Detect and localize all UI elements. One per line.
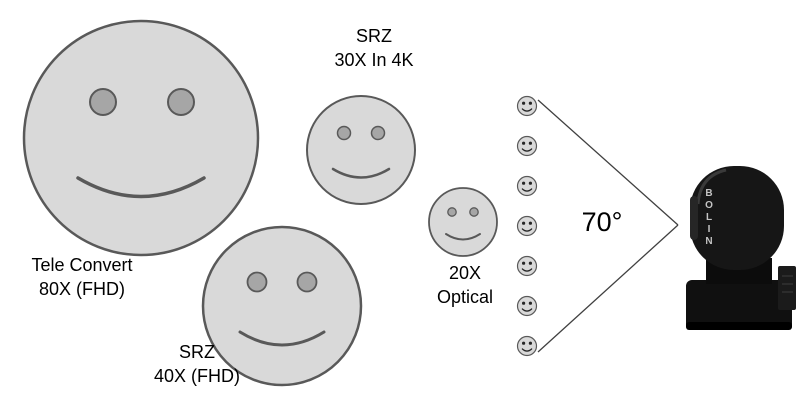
eye-right (370, 125, 386, 141)
fov-line-bottom (537, 224, 679, 353)
small-face-1 (516, 95, 538, 117)
ptz-camera: B O L I N (686, 166, 796, 330)
smile-mouth (445, 233, 481, 241)
camera-head-highlight (696, 168, 727, 205)
label-srz30-line1: SRZ (356, 26, 392, 46)
face-20x-optical: 20X Optical (428, 187, 498, 307)
smile-mouth (76, 176, 206, 199)
svg-text:I: I (708, 224, 711, 235)
eye-right (469, 207, 479, 217)
small-face-4 (516, 215, 538, 237)
label-tele-convert-line1: Tele Convert (31, 255, 132, 275)
eye-left (447, 207, 457, 217)
face-circle (201, 225, 363, 387)
fov-angle-label: 70° (582, 207, 623, 237)
eye-right (167, 88, 195, 116)
small-face-6 (516, 295, 538, 317)
small-face-column (516, 95, 538, 357)
svg-text:B: B (705, 188, 712, 199)
svg-text:N: N (705, 236, 712, 247)
camera-lens-strip (690, 196, 698, 240)
fov-line-top (537, 99, 679, 226)
small-face-5 (516, 255, 538, 277)
svg-text:O: O (705, 200, 713, 211)
eye-left (336, 125, 352, 141)
face-circle (22, 19, 260, 257)
small-face-2 (516, 135, 538, 157)
eye-right (296, 271, 318, 293)
fov-angle: 70° (537, 99, 679, 353)
face-tele-convert-80x: Tele Convert 80X (FHD) (22, 19, 260, 299)
face-circle (428, 187, 498, 257)
face-circle (306, 95, 416, 205)
label-20x-line1: 20X (449, 263, 481, 283)
label-srz40-line1: SRZ (179, 342, 215, 362)
face-srz-40x: SRZ 40X (FHD) (154, 225, 363, 387)
camera-connector-block (778, 266, 796, 310)
eye-left (246, 271, 268, 293)
camera-head (690, 166, 784, 270)
camera-base (686, 280, 792, 330)
smile-mouth (238, 330, 326, 347)
smile-mouth (331, 167, 391, 179)
label-srz30-line2: 30X In 4K (334, 50, 413, 70)
face-srz-30x-4k: SRZ 30X In 4K (306, 26, 416, 205)
svg-text:L: L (706, 212, 712, 223)
label-srz40-line2: 40X (FHD) (154, 366, 240, 386)
label-tele-convert-line2: 80X (FHD) (39, 279, 125, 299)
small-face-7 (516, 335, 538, 357)
camera-brand-text: B O L I N (705, 188, 713, 247)
label-20x-line2: Optical (437, 287, 493, 307)
eye-left (89, 88, 117, 116)
small-face-3 (516, 175, 538, 197)
camera-base-foot (686, 322, 792, 330)
